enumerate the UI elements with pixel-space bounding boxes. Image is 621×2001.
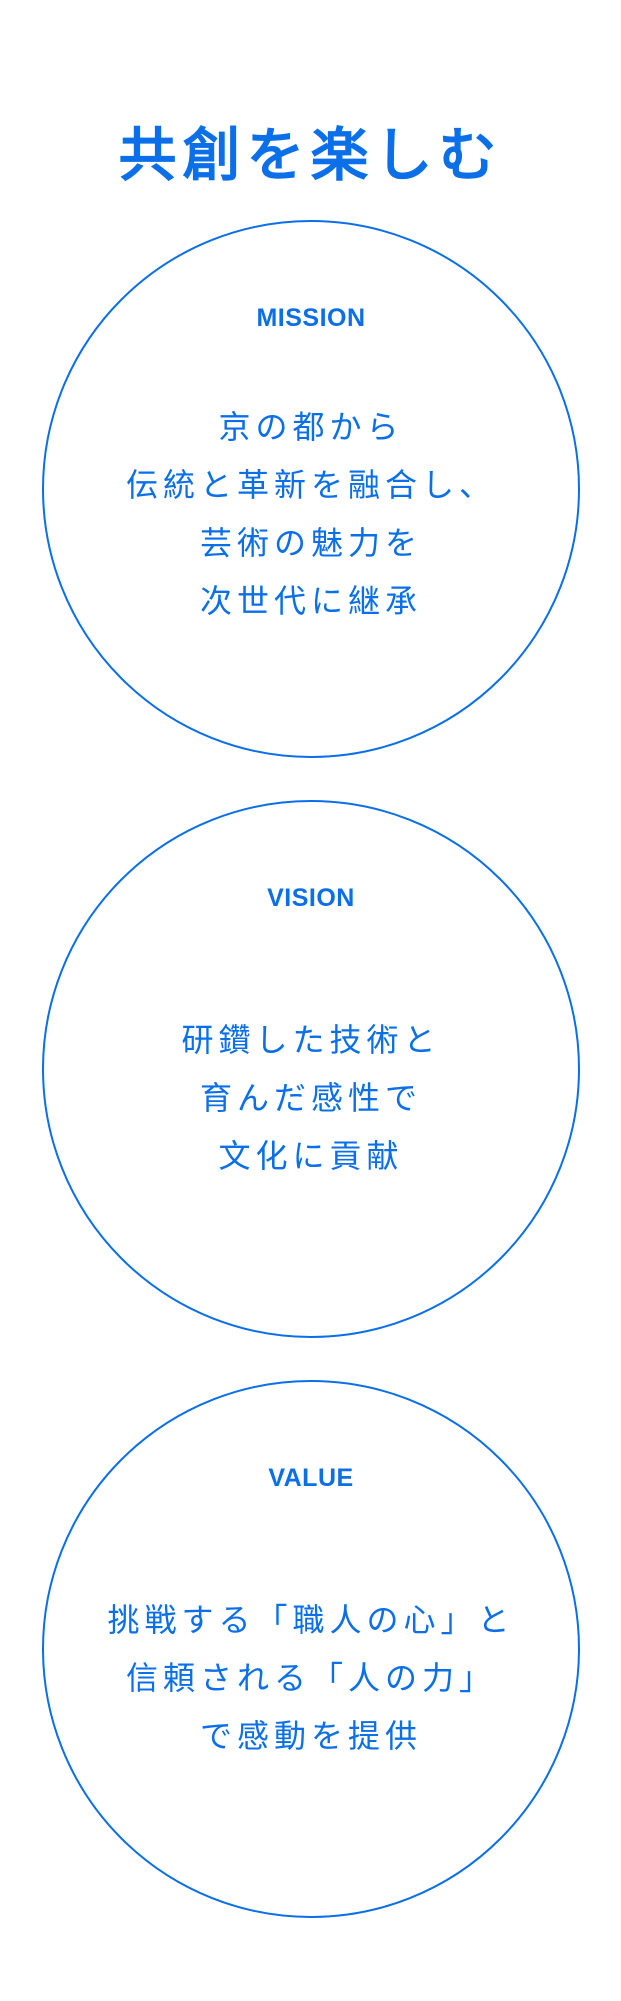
vision-text: 研鑽した技術と 育んだ感性で 文化に貢献	[44, 1011, 578, 1185]
mission-label: MISSION	[256, 304, 366, 332]
mission-text: 京の都から 伝統と革新を融合し、 芸術の魅力を 次世代に継承	[44, 398, 578, 630]
vision-label: VISION	[267, 884, 355, 912]
mission-line-4: 次世代に継承	[199, 582, 422, 620]
mission-line-1: 京の都から	[218, 408, 404, 446]
vision-line-1: 研鑽した技術と	[181, 1021, 441, 1059]
value-line-3: で感動を提供	[199, 1717, 422, 1755]
mission-circle: MISSION 京の都から 伝統と革新を融合し、 芸術の魅力を 次世代に継承	[42, 220, 580, 758]
vision-line-2: 育んだ感性で	[199, 1079, 422, 1117]
vision-line-3: 文化に貢献	[218, 1137, 404, 1175]
page-title: 共創を楽しむ	[118, 120, 503, 189]
value-line-2: 信頼される「人の力」	[125, 1659, 496, 1697]
vision-circle: VISION 研鑽した技術と 育んだ感性で 文化に貢献	[42, 800, 580, 1338]
mission-line-3: 芸術の魅力を	[199, 524, 422, 562]
value-line-1: 挑戦する「職人の心」と	[107, 1601, 515, 1639]
value-label: VALUE	[268, 1464, 354, 1492]
value-text: 挑戦する「職人の心」と 信頼される「人の力」 で感動を提供	[44, 1591, 578, 1765]
value-circle: VALUE 挑戦する「職人の心」と 信頼される「人の力」 で感動を提供	[42, 1380, 580, 1918]
mission-line-2: 伝統と革新を融合し、	[125, 466, 496, 504]
